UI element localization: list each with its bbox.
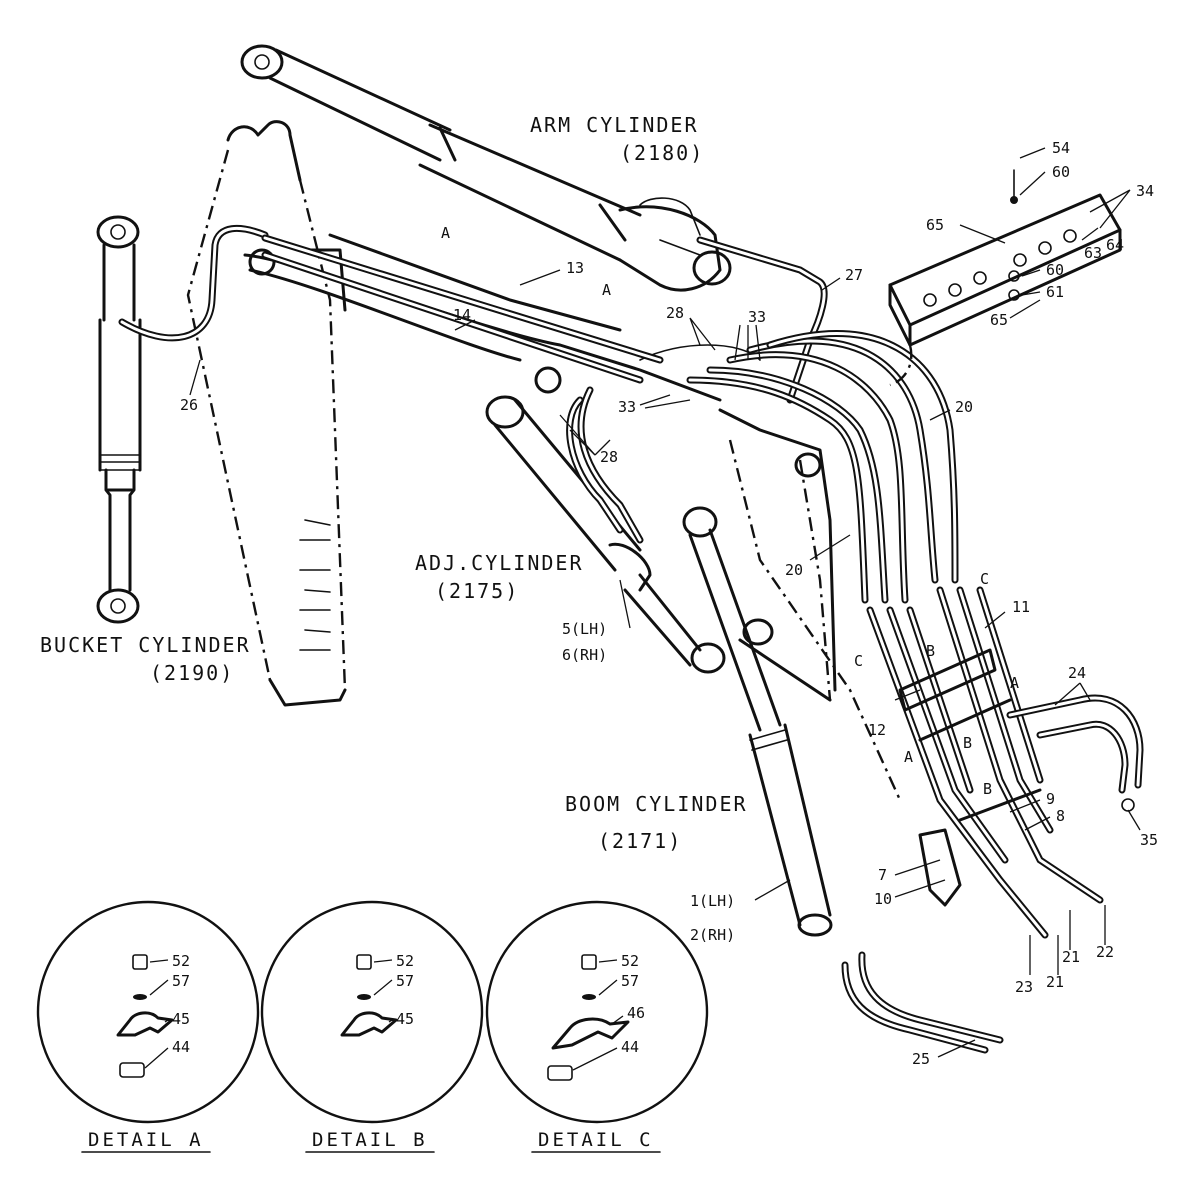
- detail-b-washer: 57: [396, 972, 414, 990]
- callout-21a: 21: [1062, 948, 1080, 966]
- hose-25: [841, 951, 1004, 1054]
- callout-8: 8: [1056, 807, 1065, 825]
- boom-cylinder: [682, 506, 833, 937]
- detail-a-clamp: 45: [172, 1010, 190, 1028]
- block-65: [888, 169, 1122, 387]
- section-letter-b2: B: [963, 734, 972, 752]
- pipes-13-14: [261, 234, 664, 384]
- detail-a-bolt: 52: [172, 952, 190, 970]
- callout-12: 12: [868, 721, 886, 739]
- callout-9: 9: [1046, 790, 1055, 808]
- callout-14: 14: [453, 306, 471, 324]
- callout-64: 64: [1106, 236, 1124, 254]
- callout-34: 34: [1136, 182, 1154, 200]
- section-letter-b1: B: [926, 642, 935, 660]
- callout-65a: 65: [926, 216, 944, 234]
- leader-lines: [189, 147, 1141, 1058]
- section-letter-a1: A: [441, 224, 450, 242]
- boom-cylinder-code: (2171): [598, 829, 682, 853]
- detail-a: 52 57 45 44 DETAIL A: [36, 900, 260, 1153]
- bucket-cylinder: [96, 215, 142, 624]
- detail-c: 52 57 46 44 DETAIL C: [485, 900, 709, 1153]
- callout-2rh: 2(RH): [690, 926, 735, 944]
- callout-20a: 20: [955, 398, 973, 416]
- callout-10: 10: [874, 890, 892, 908]
- callout-35: 35: [1140, 831, 1158, 849]
- callout-28a: 28: [666, 304, 684, 322]
- arm-cylinder-label: ARM CYLINDER: [530, 113, 699, 137]
- section-letter-a2: A: [602, 281, 611, 299]
- detail-c-bolt: 52: [621, 952, 639, 970]
- callout-27: 27: [845, 266, 863, 284]
- callout-25: 25: [912, 1050, 930, 1068]
- arm-cylinder: [240, 44, 732, 292]
- detail-b-bolt: 52: [396, 952, 414, 970]
- detail-a-washer: 57: [172, 972, 190, 990]
- detail-c-washer: 57: [621, 972, 639, 990]
- detail-c-title: DETAIL C: [538, 1129, 654, 1151]
- callout-33b: 33: [618, 398, 636, 416]
- detail-c-spacer: 44: [621, 1038, 639, 1056]
- arm-structure: [186, 120, 622, 707]
- callout-1lh: 1(LH): [690, 892, 735, 910]
- detail-c-clamp: 46: [627, 1004, 645, 1022]
- pipe-clamps: [898, 648, 1042, 907]
- callout-20b: 20: [785, 561, 803, 579]
- adj-cylinder-label: ADJ.CYLINDER: [415, 551, 584, 575]
- callout-23: 23: [1015, 978, 1033, 996]
- callout-22: 22: [1096, 943, 1114, 961]
- bucket-cylinder-label: BUCKET CYLINDER: [40, 633, 251, 657]
- callout-63: 63: [1084, 244, 1102, 262]
- boom-cylinder-label: BOOM CYLINDER: [565, 792, 748, 816]
- callout-24: 24: [1068, 664, 1086, 682]
- detail-b-title: DETAIL B: [312, 1129, 428, 1151]
- callout-11: 11: [1012, 598, 1030, 616]
- callout-33a: 33: [748, 308, 766, 326]
- callout-28b: 28: [600, 448, 618, 466]
- callout-65b: 65: [990, 311, 1008, 329]
- callout-61: 61: [1046, 283, 1064, 301]
- section-letter-a3: A: [1010, 674, 1019, 692]
- detail-b-clamp: 45: [396, 1010, 414, 1028]
- callout-54: 54: [1052, 139, 1070, 157]
- callout-6rh: 6(RH): [562, 646, 607, 664]
- section-letter-c1: C: [854, 652, 863, 670]
- hose-bundle-20: [566, 330, 959, 604]
- adj-cylinder-code: (2175): [435, 579, 519, 603]
- section-letter-b3: B: [983, 780, 992, 798]
- hose-26: [118, 224, 269, 342]
- callout-5lh: 5(LH): [562, 620, 607, 638]
- section-letter-c2: C: [980, 570, 989, 588]
- callout-21b: 21: [1046, 973, 1064, 991]
- arm-cylinder-code: (2180): [620, 141, 704, 165]
- bucket-cylinder-code: (2190): [150, 661, 234, 685]
- callout-7: 7: [878, 866, 887, 884]
- detail-b: 52 57 45 DETAIL B: [260, 900, 484, 1153]
- callout-60a: 60: [1052, 163, 1070, 181]
- detail-a-spacer: 44: [172, 1038, 190, 1056]
- hose-24: [1006, 694, 1144, 812]
- callout-60b: 60: [1046, 261, 1064, 279]
- detail-a-title: DETAIL A: [88, 1129, 204, 1151]
- callout-26: 26: [180, 396, 198, 414]
- section-letter-a4: A: [904, 748, 913, 766]
- callout-13: 13: [566, 259, 584, 277]
